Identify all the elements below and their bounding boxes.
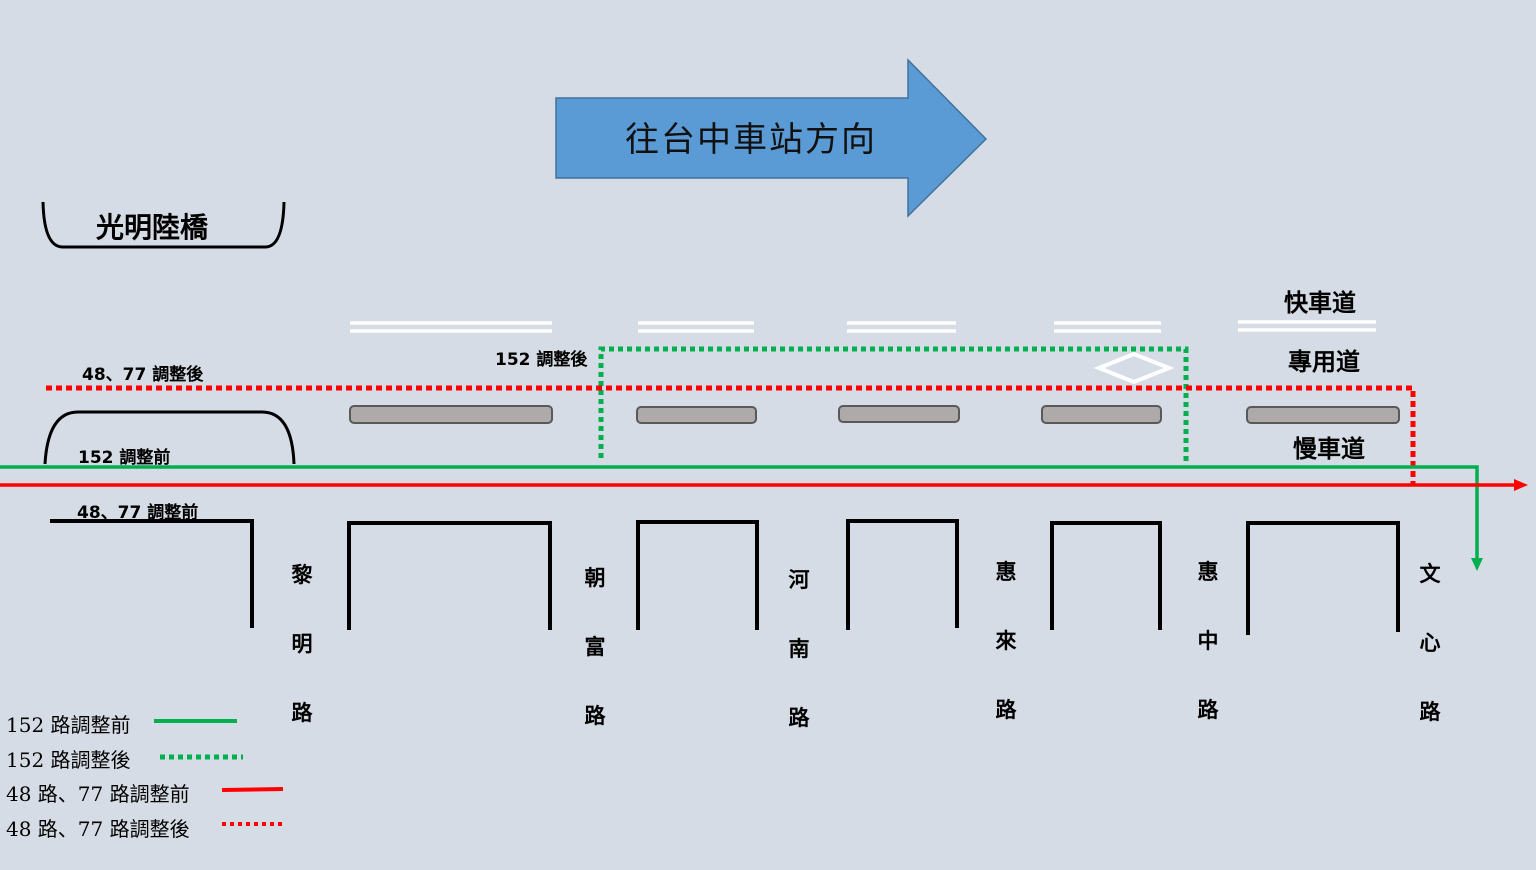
bridge-arc [43, 410, 296, 465]
block [1246, 521, 1400, 635]
slow-lane-label: 慢車道 [1293, 435, 1365, 463]
legend-label-152-before: 152 路調整前 [6, 713, 131, 737]
route-152-after-label: 152 調整後 [495, 350, 588, 370]
route-152-before [0, 465, 1479, 560]
direction-label: 往台中車站方向 [625, 120, 877, 160]
block [846, 519, 959, 630]
route-4877-before-label: 48、77 調整前 [77, 503, 199, 523]
dedicated-lane-label: 專用道 [1288, 348, 1360, 376]
route-4877-arrowhead [1514, 479, 1528, 491]
route-4877-after-label: 48、77 調整後 [82, 365, 204, 385]
road-label-liming: 黎明路 [291, 563, 313, 725]
block [50, 519, 254, 628]
block [1050, 521, 1162, 630]
road-label-wenxin: 文心路 [1419, 562, 1441, 724]
route-152-before-label: 152 調整前 [78, 448, 171, 468]
road-label-chaofu: 朝富路 [584, 566, 606, 728]
route-4877-after [46, 385, 1416, 484]
island [838, 405, 960, 423]
block [347, 521, 552, 630]
bus-islands [349, 405, 1400, 424]
fast-lane-label: 快車道 [1284, 289, 1356, 317]
legend-label-4877-before: 48 路、77 路調整前 [6, 782, 190, 806]
island [349, 405, 553, 424]
bridge-bracket [41, 201, 286, 249]
block [636, 520, 759, 630]
legend-swatches [154, 719, 284, 826]
road-label-henan: 河南路 [788, 568, 810, 730]
road-label-huizhong: 惠中路 [1197, 560, 1219, 722]
route-152-arrowhead [1471, 558, 1483, 571]
island [636, 406, 757, 424]
legend-label-4877-after: 48 路、77 路調整後 [6, 817, 190, 841]
lane-markings [350, 320, 1376, 333]
island [1246, 406, 1400, 424]
legend-swatch-4877-before [221, 787, 284, 792]
diamond-marking [1093, 351, 1175, 385]
direction-arrow-shape [555, 58, 988, 218]
legend-label-152-after: 152 路調整後 [6, 748, 131, 772]
road-label-huilai: 惠來路 [995, 560, 1017, 722]
route-152-after [598, 346, 1189, 462]
bridge-label: 光明陸橋 [96, 211, 209, 244]
city-blocks [50, 519, 1400, 635]
island [1041, 405, 1162, 424]
